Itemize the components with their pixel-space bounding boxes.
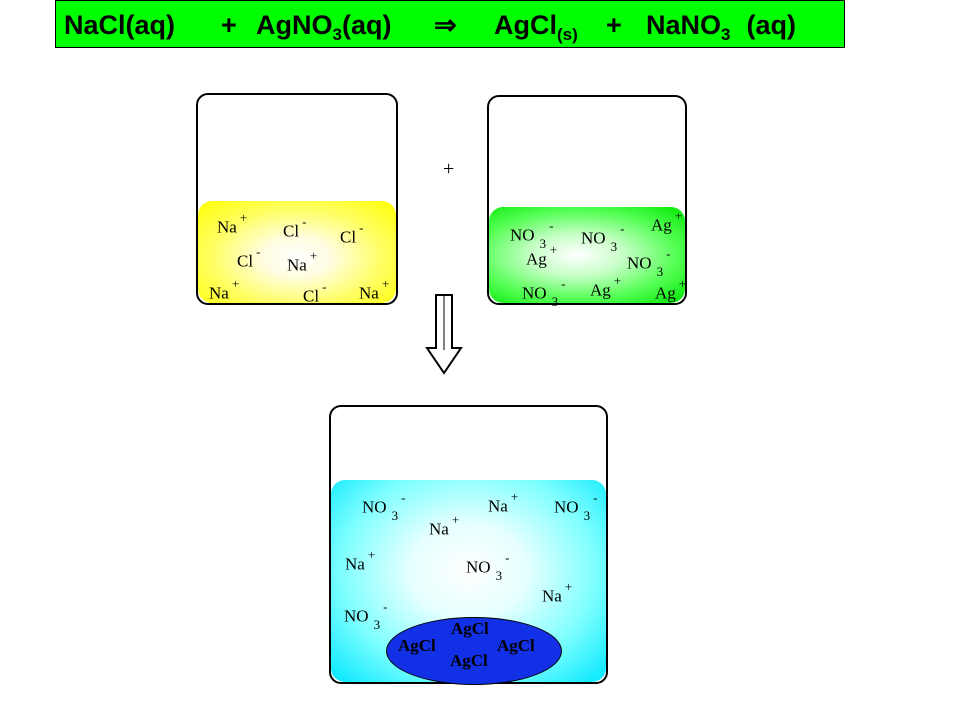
- ion-na: Na+: [359, 276, 390, 303]
- agcl-precipitate: [386, 617, 562, 685]
- nacl-solution: [198, 201, 396, 303]
- eq-product-nano3: NaNO3(aq): [646, 10, 796, 44]
- eq-plus-1: +: [221, 10, 237, 40]
- ion-cl: Cl-: [237, 244, 261, 271]
- ion-ag: Ag+: [526, 242, 558, 269]
- agno3-solution: [489, 207, 685, 303]
- ion-cl: Cl-: [283, 214, 307, 241]
- ion-na: Na+: [488, 489, 519, 516]
- precipitate-label: AgCl: [497, 636, 535, 655]
- ion-cl: Cl-: [303, 279, 327, 306]
- ion-na: Na+: [217, 210, 248, 237]
- ion-na: Na+: [429, 512, 460, 539]
- eq-arrow: ⇒: [434, 10, 457, 40]
- beaker-agno3: [487, 95, 687, 305]
- eq-reactant-agno3: AgNO3(aq): [256, 10, 392, 44]
- ion-ag: Ag+: [655, 276, 687, 303]
- ion-ag: Ag+: [651, 208, 683, 235]
- eq-reactant-nacl: NaCl(aq): [64, 10, 176, 40]
- precipitate-label: AgCl: [398, 636, 436, 655]
- ion-na: Na+: [209, 276, 240, 303]
- reaction-equation: NaCl(aq) + AgNO3(aq) ⇒ AgCl(s) + NaNO3(a…: [55, 0, 845, 48]
- ion-na: Na+: [542, 579, 573, 606]
- precipitate-label: AgCl: [450, 651, 488, 670]
- eq-product-agcl: AgCl(s): [494, 10, 578, 44]
- eq-plus-2: +: [606, 10, 622, 40]
- beaker-nacl: [196, 93, 398, 305]
- reaction-down-arrow-icon: [425, 294, 463, 375]
- ion-cl: Cl-: [340, 220, 364, 247]
- ion-ag: Ag+: [590, 273, 622, 300]
- ion-na: Na+: [287, 248, 318, 275]
- precipitate-label: AgCl: [451, 619, 489, 638]
- ion-na: Na+: [345, 547, 376, 574]
- mix-plus-sign: +: [443, 158, 455, 180]
